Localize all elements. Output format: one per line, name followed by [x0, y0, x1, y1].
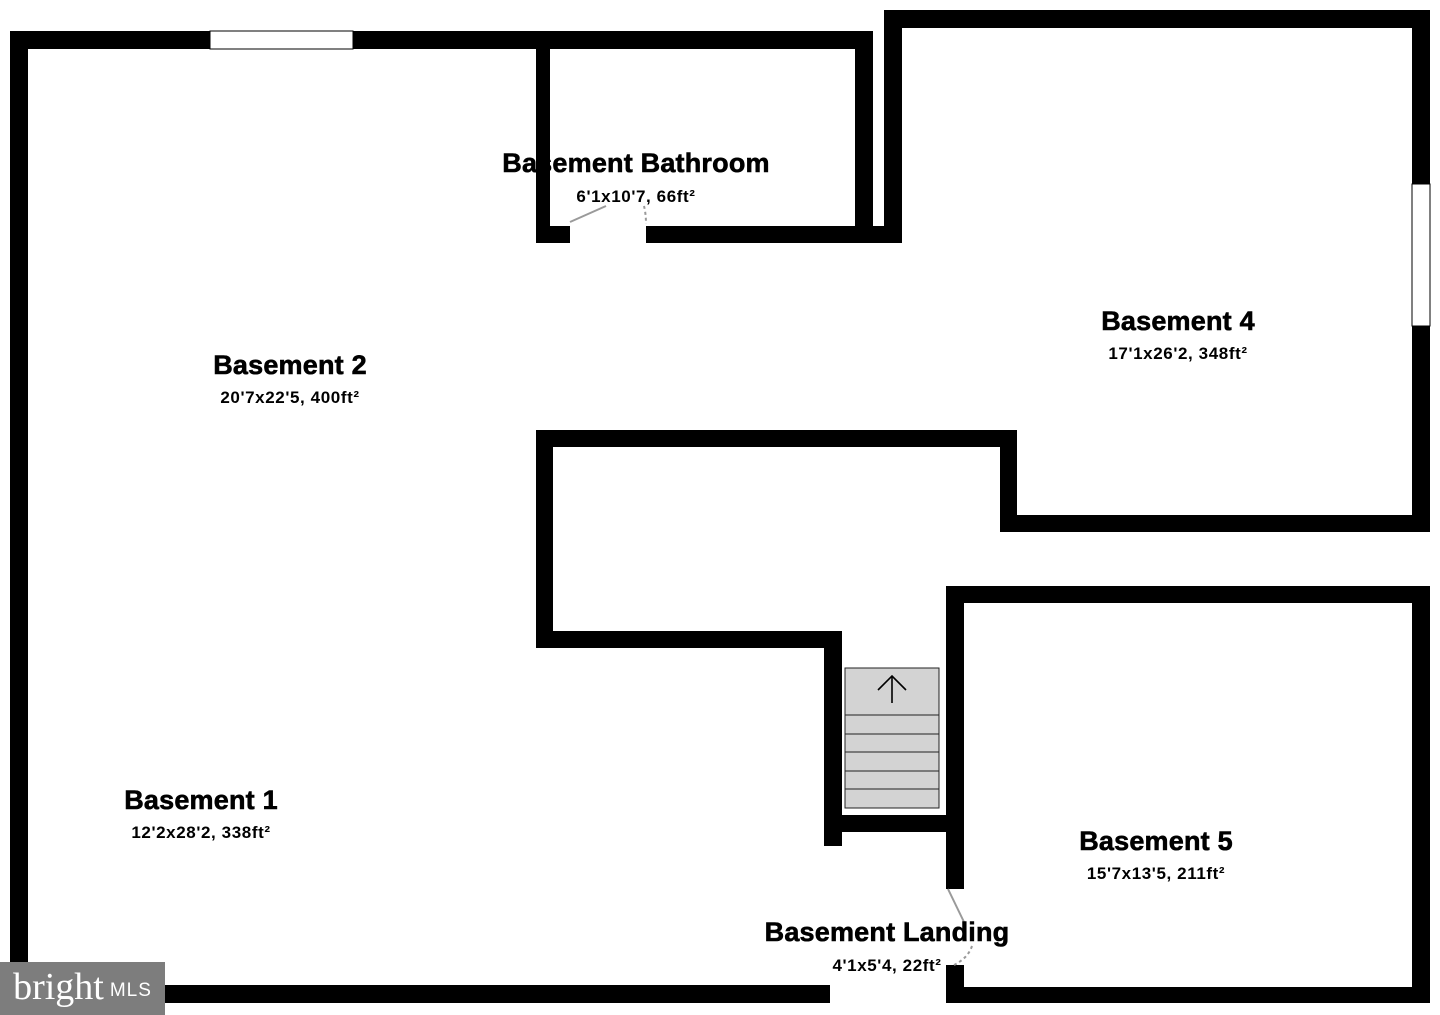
- wall-bottom-right: [946, 987, 1430, 1003]
- stair-step: [844, 770, 940, 790]
- watermark-brand: bright: [13, 965, 104, 1008]
- wall-bottom-left: [10, 985, 830, 1003]
- wall-b5-top: [946, 586, 1430, 603]
- up-arrow-icon: [877, 674, 907, 703]
- room-name-basement-5: Basement 5: [1079, 826, 1233, 857]
- wall-stair-left: [824, 631, 842, 846]
- wall-b4-bottom: [1000, 515, 1430, 532]
- wall-b4-top: [884, 10, 1430, 28]
- wall-island-left: [536, 430, 553, 648]
- room-dims-basement-2: 20'7x22'5, 400ft²: [220, 388, 360, 407]
- wall-bathroom-bottom-left: [536, 226, 570, 243]
- stair-step: [844, 751, 940, 772]
- wall-b4-right-lower: [1412, 326, 1430, 532]
- bathroom-door-arc: [643, 205, 647, 225]
- room-dims-basement-bathroom: 6'1x10'7, 66ft²: [576, 187, 696, 206]
- walls: [10, 10, 1430, 1003]
- window-top: [209, 30, 354, 50]
- watermark-suffix: MLS: [109, 979, 152, 1001]
- bright-mls-watermark: bright MLS: [0, 962, 165, 1015]
- wall-bathroom-left: [536, 31, 550, 243]
- room-name-basement-2: Basement 2: [213, 350, 367, 381]
- wall-stair-bottom: [824, 815, 964, 832]
- room-name-basement-1: Basement 1: [124, 785, 278, 816]
- stair-step: [844, 788, 940, 809]
- wall-top-mid: [353, 31, 873, 49]
- room-dims-basement-1: 12'2x28'2, 338ft²: [131, 823, 271, 842]
- window-right: [1411, 183, 1431, 327]
- wall-b4-right-upper: [1412, 10, 1430, 184]
- room-dims-basement-5: 15'7x13'5, 211ft²: [1086, 864, 1226, 883]
- room-dims-basement-landing: 4'1x5'4, 22ft²: [832, 956, 942, 975]
- wall-bathroom-bottom-right: [646, 226, 902, 243]
- stairs: [844, 667, 940, 809]
- windows: [209, 30, 1431, 327]
- landing-door-arc: [953, 945, 973, 966]
- wall-island-top: [536, 430, 1017, 447]
- room-name-basement-4: Basement 4: [1101, 306, 1255, 337]
- room-name-basement-landing: Basement Landing: [764, 917, 1010, 948]
- wall-b4-left: [884, 10, 902, 243]
- landing-door-leaf: [947, 888, 965, 923]
- doors: [569, 205, 973, 966]
- wall-top-left: [10, 31, 210, 49]
- bathroom-door-leaf: [569, 205, 607, 223]
- room-dims-basement-4: 17'1x26'2, 348ft²: [1108, 344, 1248, 363]
- wall-left: [10, 31, 28, 1003]
- wall-b5-right: [1412, 586, 1430, 1003]
- room-name-basement-bathroom: Basement Bathroom: [502, 148, 770, 179]
- wall-b4-inner-vertical: [1000, 430, 1017, 532]
- stair-step: [844, 714, 940, 735]
- stair-step: [844, 733, 940, 753]
- wall-b5-left: [946, 586, 964, 889]
- wall-bathroom-right: [855, 31, 873, 243]
- wall-b5-left-lower: [946, 965, 964, 1003]
- wall-island-bottom: [536, 631, 842, 648]
